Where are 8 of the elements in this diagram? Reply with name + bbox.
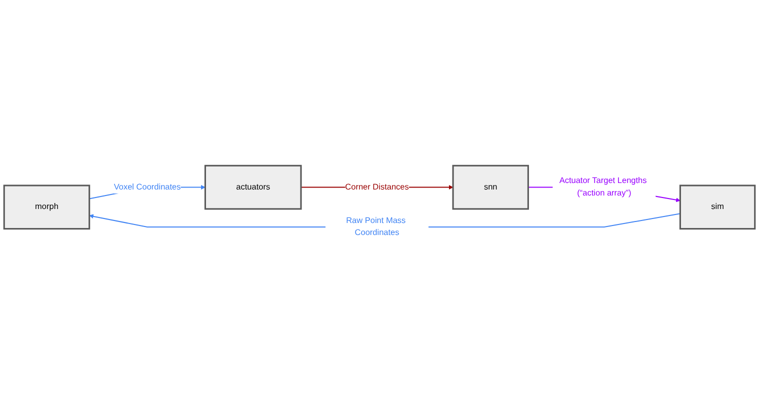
edge-label: Raw Point Mass Coordinates xyxy=(346,216,406,238)
edge-label: Actuator Target Lengths (“action array”) xyxy=(559,176,647,198)
node-box: sim xyxy=(679,184,756,230)
node-box: morph xyxy=(3,184,90,230)
edge-label: Corner Distances xyxy=(345,182,409,192)
node-box: actuators xyxy=(204,164,302,210)
edge-label: Voxel Coordinates xyxy=(114,182,181,192)
node-box: snn xyxy=(452,164,529,210)
